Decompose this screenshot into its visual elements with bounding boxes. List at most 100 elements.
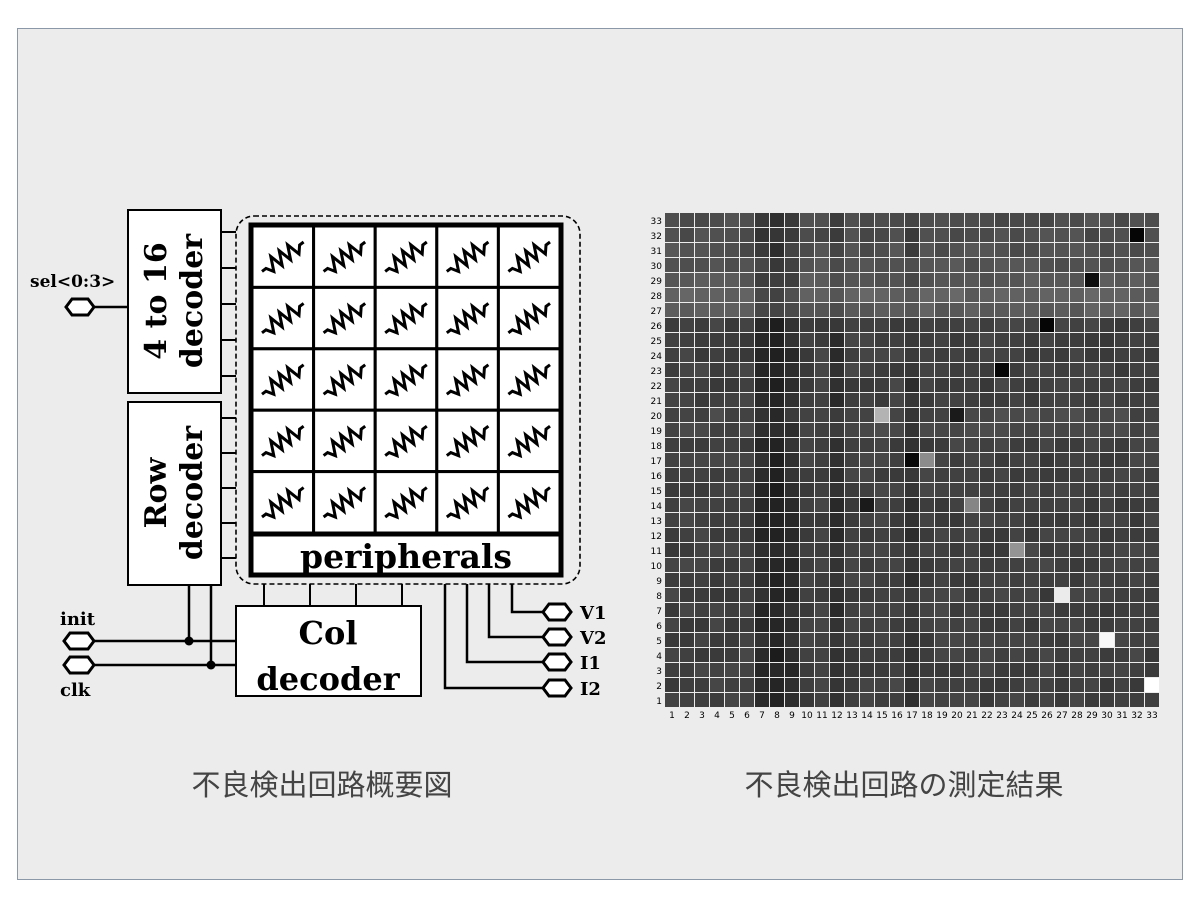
heatmap-cell (830, 558, 844, 572)
heatmap-cell (905, 243, 919, 257)
heatmap-cell (770, 243, 784, 257)
heatmap-cell (995, 363, 1009, 377)
heatmap-cell (665, 693, 679, 707)
heatmap-cell (1010, 528, 1024, 542)
x-tick-label: 6 (744, 711, 750, 721)
heatmap-cell (770, 228, 784, 242)
heatmap-cell (725, 618, 739, 632)
heatmap-cell (815, 573, 829, 587)
heatmap-cell (680, 633, 694, 647)
heatmap-cell (890, 513, 904, 527)
heatmap-cell (755, 393, 769, 407)
heatmap-cell (860, 333, 874, 347)
heatmap-cell (875, 678, 889, 692)
heatmap-cell (1100, 528, 1114, 542)
heatmap-cell (680, 423, 694, 437)
resistor-icon (445, 302, 490, 336)
resistor-cell (496, 347, 562, 412)
heatmap-cell (905, 513, 919, 527)
heatmap-cell (845, 348, 859, 362)
heatmap-cell (1145, 363, 1159, 377)
resistor-icon (322, 486, 367, 520)
sel-label: sel<0:3> (30, 272, 115, 292)
heatmap-cell (860, 633, 874, 647)
heatmap-cell (845, 243, 859, 257)
heatmap-cell (770, 573, 784, 587)
row-decoder-box (127, 401, 222, 586)
heatmap-cell (1145, 678, 1159, 692)
heatmap-cell (1055, 438, 1069, 452)
heatmap-cell (1070, 228, 1084, 242)
heatmap-cell (860, 693, 874, 707)
heatmap-cell (1085, 663, 1099, 677)
heatmap-cell (1145, 438, 1159, 452)
heatmap-cell (725, 498, 739, 512)
heatmap-cell (980, 618, 994, 632)
heatmap-cell (845, 618, 859, 632)
heatmap-cell (830, 273, 844, 287)
heatmap-cell (680, 273, 694, 287)
heatmap-cell (890, 603, 904, 617)
heatmap-cell (920, 543, 934, 557)
heatmap-cell (995, 453, 1009, 467)
heatmap-cell (1100, 228, 1114, 242)
heatmap-cell (1130, 603, 1144, 617)
heatmap-cell (740, 588, 754, 602)
heatmap-cell (1145, 483, 1159, 497)
heatmap-cell (860, 213, 874, 227)
heatmap-cell (935, 528, 949, 542)
heatmap-cell (665, 558, 679, 572)
heatmap-cell (1100, 663, 1114, 677)
heatmap-cell (725, 468, 739, 482)
clk-port-icon (62, 655, 96, 675)
heatmap-cell (965, 288, 979, 302)
heatmap-cell (1130, 483, 1144, 497)
heatmap-cell (665, 633, 679, 647)
y-tick-label: 23 (651, 367, 662, 377)
heatmap-cell (905, 348, 919, 362)
y-tick-label: 6 (656, 622, 662, 632)
heatmap-cell (740, 408, 754, 422)
heatmap-cell (950, 453, 964, 467)
heatmap-cell (965, 213, 979, 227)
heatmap-cell (860, 258, 874, 272)
heatmap-cell (1145, 273, 1159, 287)
heatmap-cell (875, 558, 889, 572)
heatmap-cell (935, 378, 949, 392)
heatmap-cell (1055, 543, 1069, 557)
heatmap-cell (785, 273, 799, 287)
heatmap-cell (1130, 648, 1144, 662)
resistor-icon (261, 240, 305, 274)
heatmap-cell (665, 648, 679, 662)
heatmap-cell (905, 303, 919, 317)
heatmap-cell (995, 693, 1009, 707)
heatmap-cell (1145, 318, 1159, 332)
heatmap-cell (1145, 348, 1159, 362)
heatmap-cell (755, 213, 769, 227)
heatmap-cell (740, 543, 754, 557)
heatmap-cell (1115, 558, 1129, 572)
heatmap-cell (1070, 423, 1084, 437)
heatmap-cell (1025, 393, 1039, 407)
heatmap-cell (980, 588, 994, 602)
heatmap-cell (905, 333, 919, 347)
heatmap-cell (935, 363, 949, 377)
heatmap-cell (1055, 573, 1069, 587)
heatmap-cell (1070, 273, 1084, 287)
heatmap-cell (875, 513, 889, 527)
heatmap-cell (1100, 483, 1114, 497)
heatmap-cell (1025, 423, 1039, 437)
heatmap-cell (815, 228, 829, 242)
heatmap-cell (950, 633, 964, 647)
heatmap-cell (965, 513, 979, 527)
heatmap-cell (1145, 573, 1159, 587)
heatmap-cell (785, 348, 799, 362)
heatmap-cell (1040, 498, 1054, 512)
heatmap-cell (890, 213, 904, 227)
heatmap-cell (815, 528, 829, 542)
heatmap-cell (950, 588, 964, 602)
heatmap-cell (890, 573, 904, 587)
heatmap-cell (1085, 408, 1099, 422)
heatmap-cell (1070, 633, 1084, 647)
heatmap-cell (740, 618, 754, 632)
